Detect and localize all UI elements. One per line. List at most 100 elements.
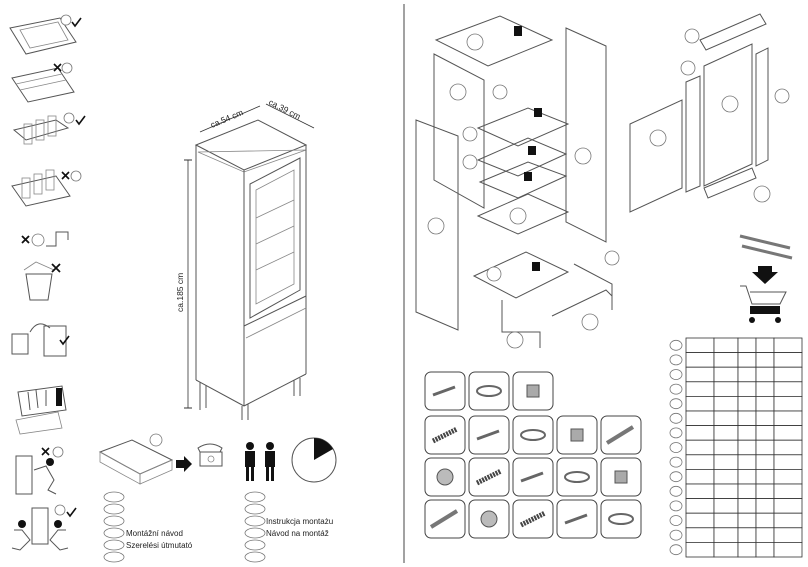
cross-icon [61,171,70,180]
parts-table-cell [773,527,803,543]
hardware-cell [556,415,598,455]
phone-icon [197,443,223,467]
parts-table-cell [713,381,739,397]
hardware-cell [556,499,598,539]
parts-table-cell [685,366,715,383]
parts-table-cell [737,395,757,412]
hardware-cell [600,415,642,455]
parts-table-cell [685,337,715,354]
parts-table-cell [755,439,775,456]
clock-icon [291,437,337,483]
hardware-cell [512,371,554,411]
step-do-not-discard [23,261,61,301]
parts-table-cell [685,483,715,500]
hardware-cell [424,371,466,411]
parts-table-row [669,542,803,558]
parts-table-cell [755,395,775,412]
parts-table-cell [685,395,715,412]
step-parts-floor-bad [11,169,82,207]
parts-table-cell [713,337,739,354]
parts-table-cell [713,410,739,427]
parts-table-row [669,527,803,543]
cross-icon [51,263,61,273]
hardware-cell [512,415,554,455]
parts-table-cell [737,527,757,543]
parts-table-cell [755,425,775,441]
two-people-icon [245,442,275,481]
hardware-cell [468,499,510,539]
parts-table-cell [755,366,775,383]
parts-table-cell [755,483,775,500]
hardware-cell [556,457,598,497]
lang-polish: Instrukcja montażu [266,517,333,526]
smiley-sad-icon [70,170,82,182]
parts-table-cell [685,425,715,441]
parts-table-cell [685,542,715,558]
parts-table-cell [737,337,757,354]
parts-table-row [669,498,803,514]
parts-table-cell [755,454,775,470]
parts-table-cell [713,468,739,485]
parts-table-cell [737,542,757,558]
service-info [98,433,337,485]
parts-table-cell [685,468,715,485]
cross-icon [21,235,30,244]
height-label: ca.185 cm [175,273,185,312]
hardware-cell [600,499,642,539]
parts-table-row [669,512,803,529]
parts-table-cell [773,512,803,529]
hardware-cell [468,457,510,497]
parts-table-cell [755,410,775,427]
parts-table-cell [737,381,757,397]
instruction-column [9,14,86,551]
check-icon [71,17,82,28]
parts-table-cell [773,381,803,397]
check-icon [59,335,70,346]
parts-table-row [669,381,803,397]
cross-icon [41,447,50,456]
parts-table-row [669,425,803,441]
parts-table-cell [737,468,757,485]
parts-table-row [669,439,803,456]
parts-table-cell [737,454,757,470]
lang-hungarian: Szerelési útmutató [126,541,193,550]
parts-table-cell [713,439,739,456]
parts-table-cell [773,425,803,441]
step-one-person [15,446,64,495]
arrow-down-icon [752,266,778,284]
parts-table-cell [773,439,803,456]
depth-label: ca.39 cm [267,97,302,122]
parts-table-row [669,483,803,500]
parts-table-cell [737,512,757,529]
hardware-cell [512,457,554,497]
step-two-persons [11,504,77,551]
parts-table-cell [685,439,715,456]
language-list: Montážní návod Szerelési útmutató Instru… [103,491,333,563]
smiley-sad-icon [149,433,163,447]
parts-table-cell [755,381,775,397]
parts-table-cell [773,454,803,470]
parts-table-cell [737,439,757,456]
parts-table-cell [773,395,803,412]
cross-icon [53,63,62,72]
parts-table-cell [755,468,775,485]
parts-table-cell [685,352,715,368]
parts-table-cell [713,483,739,500]
check-icon [66,507,77,518]
parts-table-cell [755,527,775,543]
cabinet-drawing: ca.54 cm ca.39 cm ca.185 cm [175,97,315,420]
smiley-sad-icon [31,233,45,247]
parts-table-cell [713,527,739,543]
parts-table-cell [685,498,715,514]
parts-table-cell [755,512,775,529]
parts-table-cell [773,410,803,427]
smiley-happy-icon [63,112,75,124]
smiley-happy-icon [54,504,66,516]
parts-table-cell [773,468,803,485]
parts-table-row [669,454,803,470]
step-parts-stacked-ok [12,112,86,145]
parts-table-cell [773,542,803,558]
width-label: ca.54 cm [209,107,245,130]
hardware-grid [424,371,642,539]
